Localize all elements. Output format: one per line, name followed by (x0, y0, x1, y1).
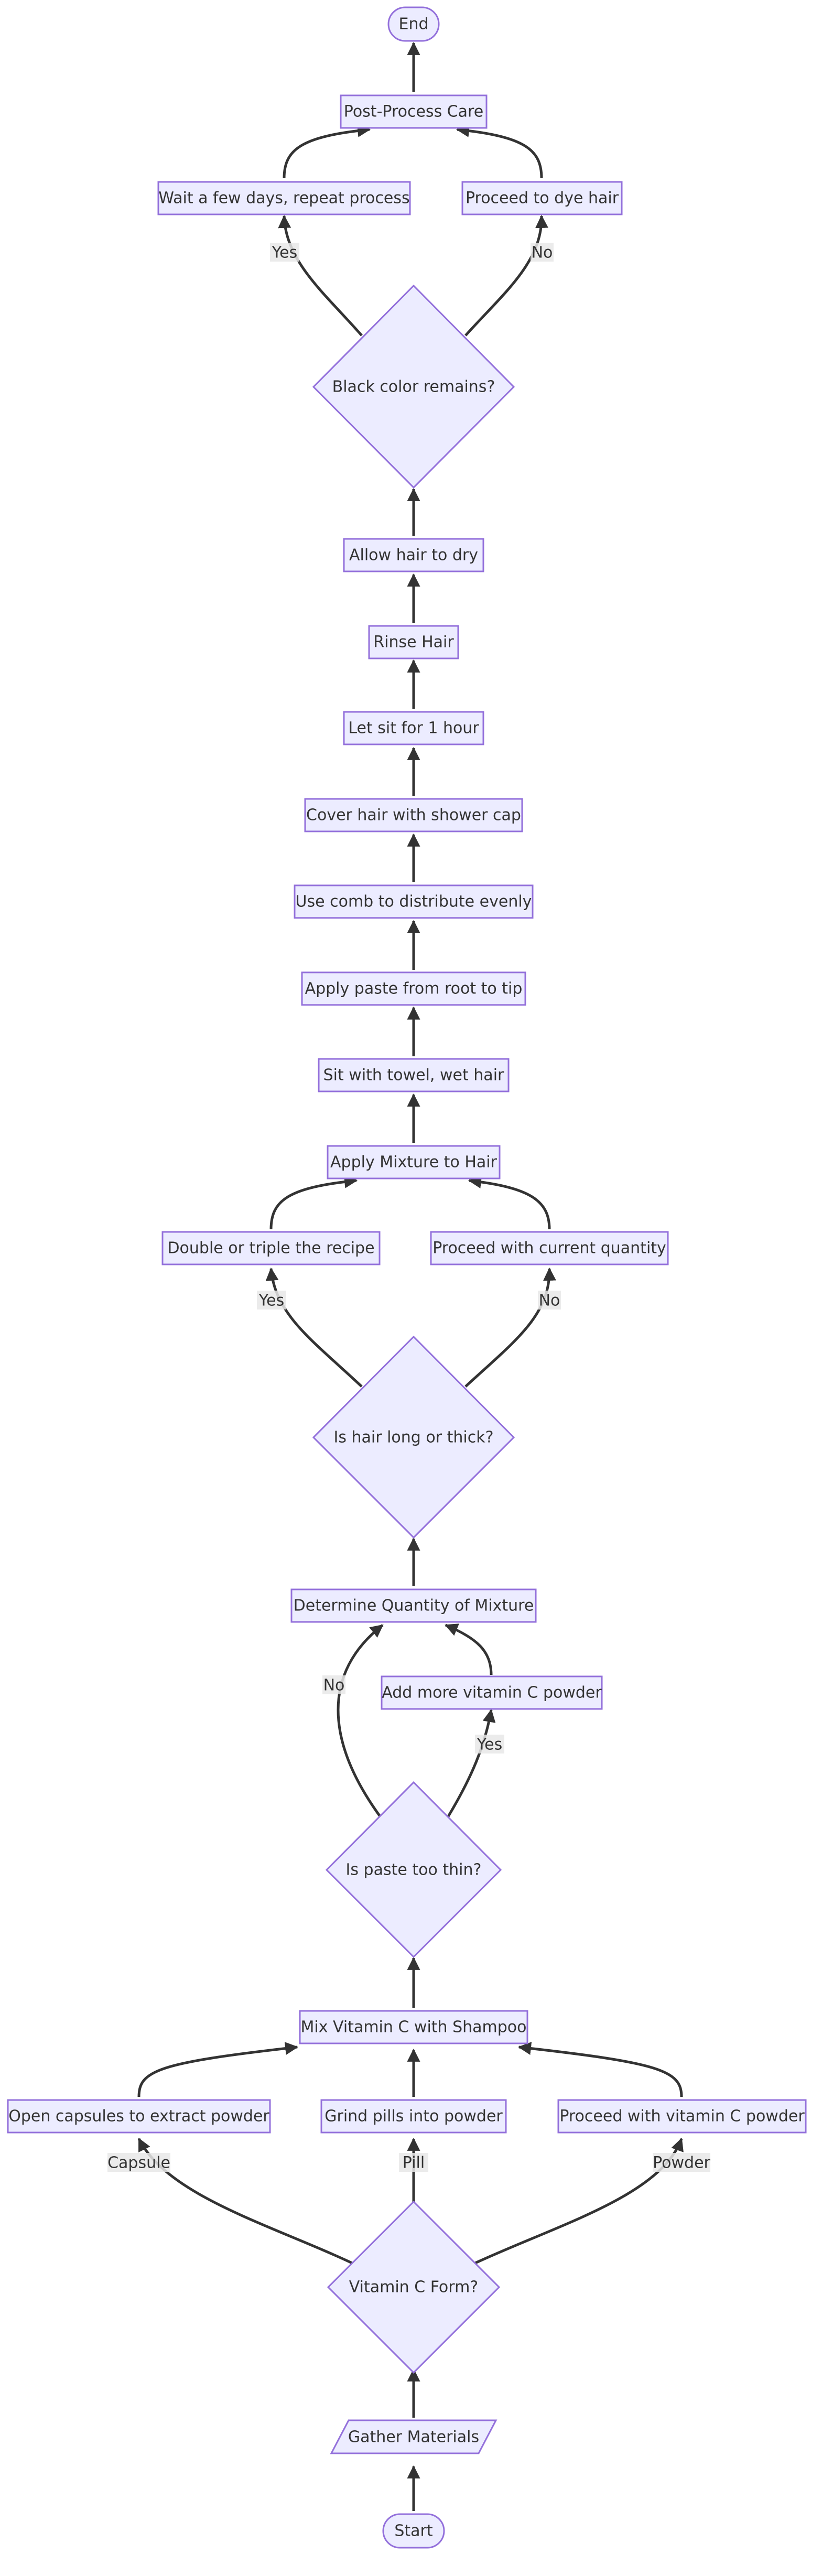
node-allow-dry-label: Allow hair to dry (349, 546, 478, 565)
edge-paste-thin-yes (447, 1708, 496, 1817)
node-double-recipe (161, 1231, 381, 1265)
node-allow-dry (343, 538, 484, 572)
node-use-comb-label: Use comb to distribute evenly (296, 893, 532, 911)
edge-label-powder: Powder (653, 2154, 710, 2172)
edges (137, 41, 684, 2511)
node-cover-cap (304, 798, 523, 832)
node-cover-cap-label: Cover hair with shower cap (306, 806, 521, 825)
node-apply-mixture (327, 1145, 501, 1179)
edge-label-yes-wait: Yes (272, 244, 297, 262)
node-vitc-form (327, 2200, 501, 2374)
node-post-care-label: Post-Process Care (344, 103, 483, 121)
edge-label-no-proceed: No (539, 1292, 560, 1310)
edge-proceed-apply (468, 1175, 551, 1230)
node-post-care (340, 94, 488, 129)
node-paste-thin-label: Is paste too thin? (346, 1861, 482, 1879)
node-apply-mixture-label: Apply Mixture to Hair (330, 1153, 497, 1172)
node-rinse-label: Rinse Hair (373, 633, 454, 652)
edge-labels: Yes No Yes No No Yes Capsule Pill Powder (107, 243, 711, 2172)
edge-dye-post (456, 124, 543, 179)
edge-label-capsule: Capsule (107, 2154, 170, 2172)
edge-black-remains-no (464, 214, 548, 337)
node-gather-label: Gather Materials (348, 2428, 479, 2447)
edge-double-apply (269, 1175, 358, 1230)
node-gather (330, 2419, 497, 2454)
node-proceed-quantity (430, 1231, 669, 1265)
edge-powder-mix (517, 2042, 683, 2097)
node-mix-shampoo (299, 2010, 528, 2044)
edge-paste-thin-no (337, 1624, 384, 1817)
node-let-sit-label: Let sit for 1 hour (348, 719, 479, 738)
node-hair-long (312, 1335, 515, 1539)
node-proceed-powder (557, 2099, 807, 2134)
node-wait-repeat (157, 181, 411, 215)
node-rinse (368, 625, 459, 659)
node-determine-qty-label: Determine Quantity of Mixture (294, 1597, 534, 1615)
nodes: End Post-Process Care Wait a few days, r… (7, 6, 807, 2549)
edge-vitc-form-capsule (137, 2138, 356, 2266)
node-add-vitc-label: Add more vitamin C powder (382, 1684, 602, 1702)
edge-vitc-form-powder (471, 2138, 684, 2266)
node-paste-thin (325, 1781, 502, 1958)
node-sit-towel-label: Sit with towel, wet hair (323, 1066, 504, 1085)
node-let-sit (343, 711, 484, 745)
node-determine-qty (290, 1588, 537, 1623)
node-open-capsules-label: Open capsules to extract powder (8, 2107, 269, 2126)
node-double-recipe-label: Double or triple the recipe (167, 1239, 374, 1258)
node-hair-long-label: Is hair long or thick? (333, 1428, 493, 1447)
node-use-comb (294, 884, 534, 919)
node-end-label: End (398, 15, 428, 34)
node-open-capsules (7, 2099, 271, 2134)
edge-label-no-dye: No (532, 244, 553, 262)
edge-label-pill: Pill (403, 2154, 425, 2172)
edge-hair-long-yes (265, 1267, 363, 1388)
edge-add-determine (445, 1623, 493, 1675)
node-end (387, 6, 440, 42)
node-black-remains (312, 284, 515, 489)
node-sit-towel (318, 1058, 510, 1092)
edge-wait-post (283, 124, 371, 179)
node-dye-hair-label: Proceed to dye hair (466, 189, 619, 208)
node-dye-hair (461, 181, 623, 215)
node-apply-paste-label: Apply paste from root to tip (305, 980, 523, 998)
node-start-label: Start (394, 2522, 433, 2540)
edge-black-remains-yes (278, 214, 363, 337)
node-vitc-form-label: Vitamin C Form? (349, 2278, 478, 2297)
node-add-vitc (381, 1675, 603, 1710)
edge-label-yes-double: Yes (258, 1292, 284, 1310)
node-apply-paste (301, 971, 526, 1006)
edge-label-yes-add: Yes (477, 1736, 502, 1754)
node-grind-pills-label: Grind pills into powder (325, 2107, 503, 2126)
node-wait-repeat-label: Wait a few days, repeat process (158, 189, 409, 208)
node-grind-pills (320, 2099, 507, 2134)
node-start (382, 2513, 445, 2549)
node-proceed-quantity-label: Proceed with current quantity (432, 1239, 666, 1258)
edge-label-no-determine: No (323, 1676, 345, 1695)
node-proceed-powder-label: Proceed with vitamin C powder (559, 2107, 805, 2126)
node-mix-shampoo-label: Mix Vitamin C with Shampoo (300, 2018, 526, 2037)
edge-capsules-mix (137, 2042, 299, 2097)
edge-hair-long-no (464, 1267, 556, 1388)
node-black-remains-label: Black color remains? (332, 378, 495, 396)
